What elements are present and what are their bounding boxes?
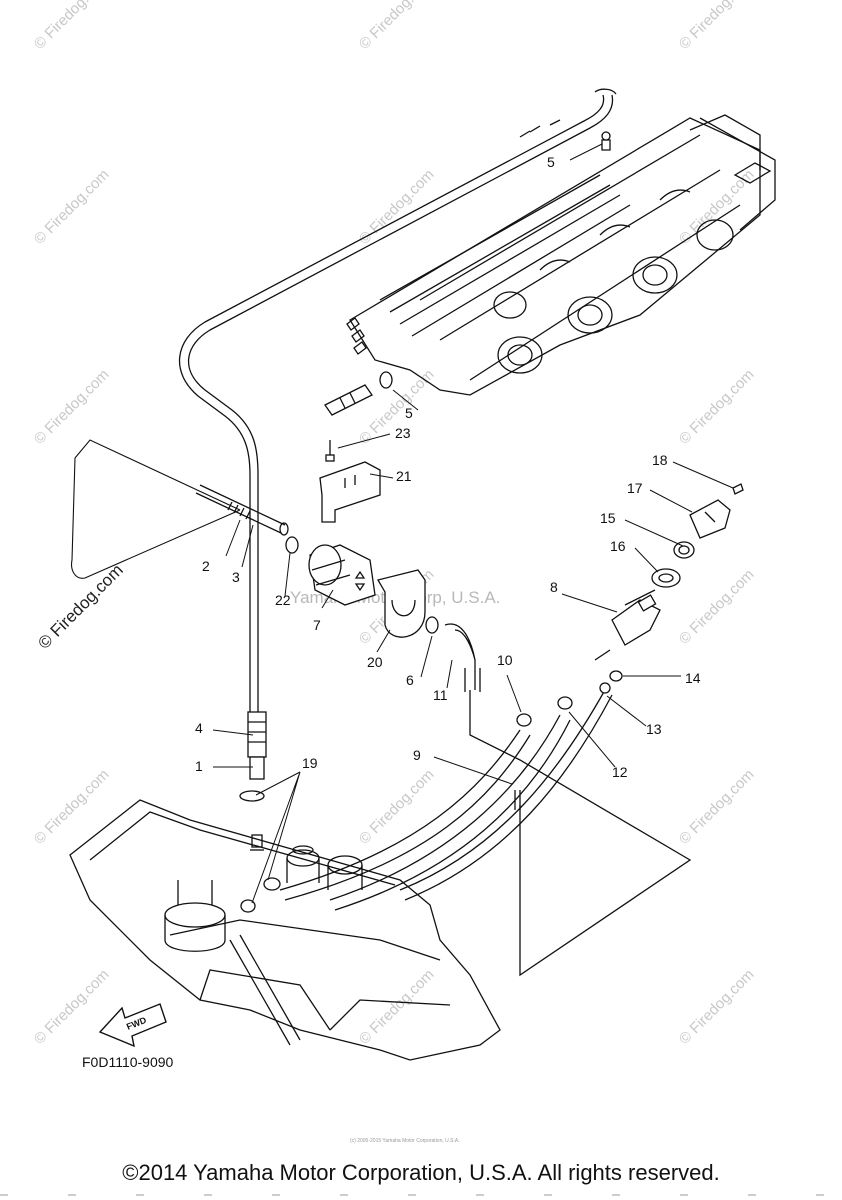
callout-10: 10 [497,652,513,668]
callout-19: 19 [302,755,318,771]
watermark-text: © Firedog.com [31,966,113,1048]
callout-9: 9 [413,747,421,763]
callout-22: 22 [275,592,291,608]
callout-15: 15 [600,510,616,526]
fuel-cock-assembly [594,483,744,661]
callout-6: 6 [406,672,414,688]
watermark-text: © Firedog.com [676,766,758,848]
fuel-tank [69,790,501,1061]
callout-13: 13 [646,721,662,737]
fuel-filter-assembly [285,440,439,638]
watermark-text: © Firedog.com [676,366,758,448]
routing-line-left [71,439,241,579]
callout-11: 11 [433,687,448,703]
callout-3: 3 [232,569,240,585]
watermark-text: © Firedog.com [31,366,113,448]
callout-5-lower: 5 [405,405,413,421]
watermark-text: © Firedog.com [676,166,758,248]
watermark-layer: © Firedog.com © Firedog.com © Firedog.co… [31,0,758,1048]
callout-16: 16 [610,538,626,554]
hose-clamps [516,670,623,727]
callout-4: 4 [195,720,203,736]
fuel-hose-11 [444,623,481,692]
callout-5-upper: 5 [547,154,555,170]
callout-18: 18 [652,452,668,468]
breather-hose-2-3 [195,484,289,536]
callout-17: 17 [627,480,643,496]
watermark-text: © Firedog.com [31,166,113,248]
callout-8: 8 [550,579,558,595]
callout-2: 2 [202,558,210,574]
bottom-dashed-border [0,1194,842,1196]
watermark-text: © Firedog.com [356,0,438,53]
callout-23: 23 [395,425,411,441]
callouts: 1 2 3 4 5 5 6 7 8 9 10 11 12 13 14 15 16… [195,154,701,780]
hose-protector-4 [247,711,267,780]
hose-connector-5 [324,131,611,416]
leader-lines [212,143,734,904]
watermark-text-bold: © Firedog.com [34,560,126,652]
watermark-text: © Firedog.com [676,0,758,53]
watermark-text: © Firedog.com [356,966,438,1048]
forward-arrow: FWD [98,1003,167,1048]
engine-block [346,114,776,396]
watermark-text: © Firedog.com [31,766,113,848]
copyright-notice: ©2014 Yamaha Motor Corporation, U.S.A. A… [122,1160,720,1185]
fine-print: (c) 2005-2015 Yamaha Motor Corporation, … [350,1138,460,1144]
callout-1: 1 [195,758,203,774]
watermark-text: © Firedog.com [676,566,758,648]
callout-14: 14 [685,670,701,686]
callout-12: 12 [612,764,628,780]
vent-hose [178,88,617,715]
watermark-text: © Firedog.com [356,766,438,848]
diagram-code: F0D1110-9090 [82,1054,174,1070]
watermark-text: © Firedog.com [31,0,113,53]
fuel-hoses [279,689,692,977]
callout-21: 21 [396,468,412,484]
callout-20: 20 [367,654,383,670]
callout-7: 7 [313,617,321,633]
watermark-text: © Firedog.com [676,966,758,1048]
